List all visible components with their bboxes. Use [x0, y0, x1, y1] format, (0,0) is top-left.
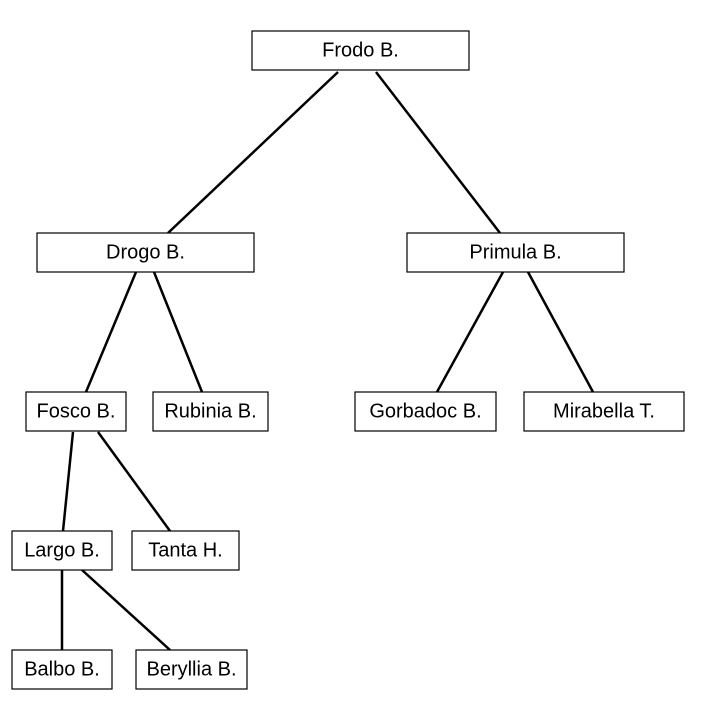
node-box — [11, 530, 113, 571]
node-gorbadoc: Gorbadoc B. — [354, 391, 497, 432]
edge-primula-mirabella — [526, 271, 595, 393]
edge-fosco-tanta — [96, 431, 172, 532]
node-label: Beryllia B. — [146, 659, 236, 681]
node-box — [152, 391, 269, 432]
node-label: Frodo B. — [322, 40, 399, 62]
node-box — [251, 30, 470, 71]
edge-frodo-drogo — [167, 71, 339, 234]
edge-drogo-fosco — [84, 271, 138, 393]
node-box — [354, 391, 497, 432]
edge-fosco-largo — [61, 431, 75, 532]
node-balbo: Balbo B. — [11, 649, 113, 690]
node-label: Rubinia B. — [164, 401, 256, 423]
edge-frodo-primula — [375, 71, 501, 234]
node-box — [25, 391, 127, 432]
node-box — [131, 530, 240, 571]
node-drogo: Drogo B. — [36, 232, 255, 273]
node-label: Tanta H. — [148, 540, 222, 562]
node-box — [523, 391, 685, 432]
node-label: Fosco B. — [37, 401, 116, 423]
edge-largo-beryllia — [81, 569, 171, 651]
node-box — [135, 649, 248, 690]
node-label: Mirabella T. — [553, 401, 655, 423]
node-tanta: Tanta H. — [131, 530, 240, 571]
tree-edges — [60, 71, 595, 651]
node-label: Balbo B. — [24, 659, 100, 681]
node-fosco: Fosco B. — [25, 391, 127, 432]
node-rubinia: Rubinia B. — [152, 391, 269, 432]
tree-nodes: Frodo B. Drogo B. Primula B. Fosco B. Rubini… — [11, 30, 685, 690]
node-label: Largo B. — [24, 540, 100, 562]
node-label: Primula B. — [469, 242, 561, 264]
node-box — [11, 649, 113, 690]
node-label: Drogo B. — [106, 242, 185, 264]
edge-primula-gorbadoc — [435, 271, 505, 393]
node-box — [36, 232, 255, 273]
node-mirabella: Mirabella T. — [523, 391, 685, 432]
node-primula: Primula B. — [406, 232, 625, 273]
node-beryllia: Beryllia B. — [135, 649, 248, 690]
node-box — [406, 232, 625, 273]
node-label: Gorbadoc B. — [369, 401, 481, 423]
node-largo: Largo B. — [11, 530, 113, 571]
edge-drogo-rubinia — [152, 271, 204, 393]
node-frodo: Frodo B. — [251, 30, 470, 71]
